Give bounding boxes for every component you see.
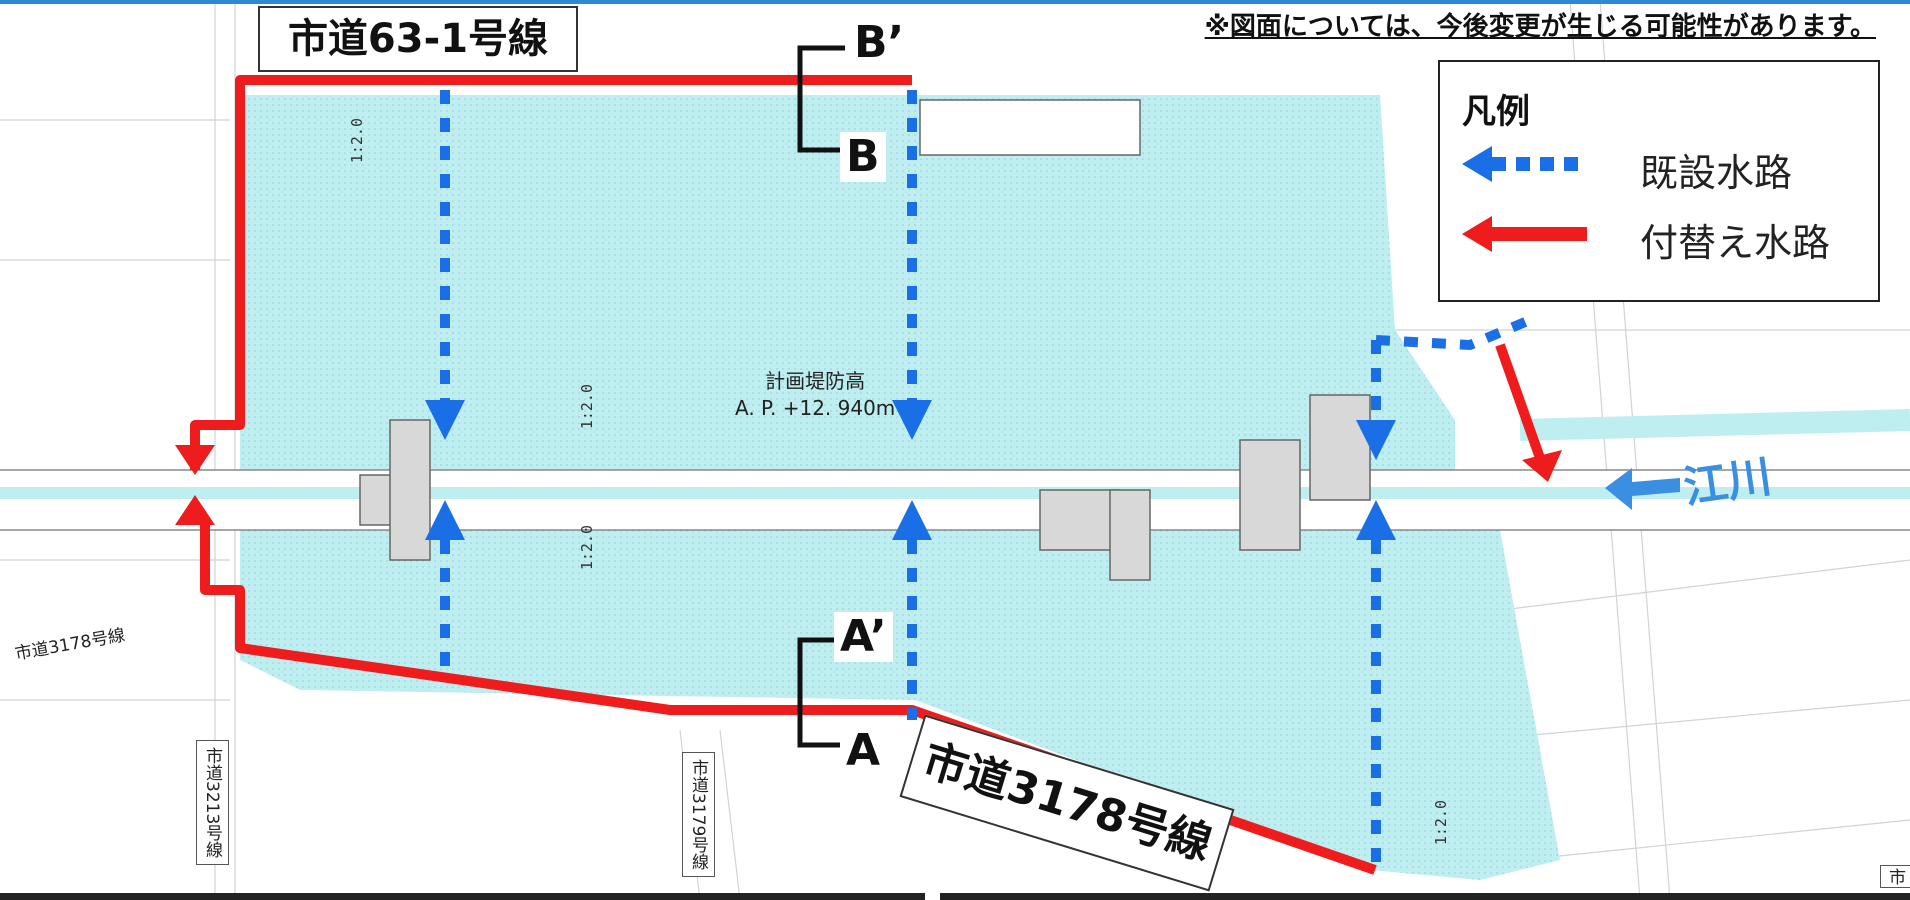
legend-item-1: 付替え水路 [1440,204,1878,265]
channel-structures [359,394,1371,581]
river-water [0,487,1910,499]
slope-label: 1:2.0 [1432,800,1450,846]
top-bar [0,0,1910,4]
section-brackets [797,45,845,748]
legend: 凡例 既設水路付替え水路 [1438,60,1880,302]
slope-label: 1:2.0 [578,525,596,571]
river-channel [0,470,1910,530]
road-label-fragment: 市 [1880,865,1910,888]
levee-height-note: 計画堤防高 A. P. +12. 940m [735,368,895,422]
existing-waterway [440,90,1532,865]
levee-title: 計画堤防高 [765,369,866,393]
levee-value: A. P. +12. 940m [735,396,896,420]
section-label-a-prime: A’ [834,612,893,662]
river-label: 江川 [1680,451,1775,514]
legend-title: 凡例 [1462,92,1530,132]
change-notice: ※図面については、今後変更が生じる可能性があります。 [1204,12,1876,42]
section-label-a: A [840,726,887,776]
legend-item-label: 既設水路 [1640,151,1793,195]
road-label-63-1: 市道63-1号線 [258,6,578,72]
solid-arrow-icon [1462,216,1587,252]
road-label-3213: 市道3213号線 [196,740,229,866]
river-flow-arrow [1605,468,1680,510]
section-label-b: B [840,132,886,182]
slope-label: 1:2.0 [578,384,596,430]
dotted-arrow-icon [1462,146,1587,182]
lower-project-area [240,530,1560,880]
slope-label: 1:2.0 [348,118,366,164]
section-label-b-prime: B’ [848,18,911,68]
legend-item-0: 既設水路 [1440,134,1878,195]
legend-item-label: 付替え水路 [1640,221,1831,265]
road-label-3179: 市道3179号線 [682,752,715,878]
red-arrowheads [175,445,1562,525]
upper-project-area [240,95,1455,470]
blue-arrowheads [425,400,1396,540]
bottom-strip [0,893,925,900]
building [919,99,1141,156]
